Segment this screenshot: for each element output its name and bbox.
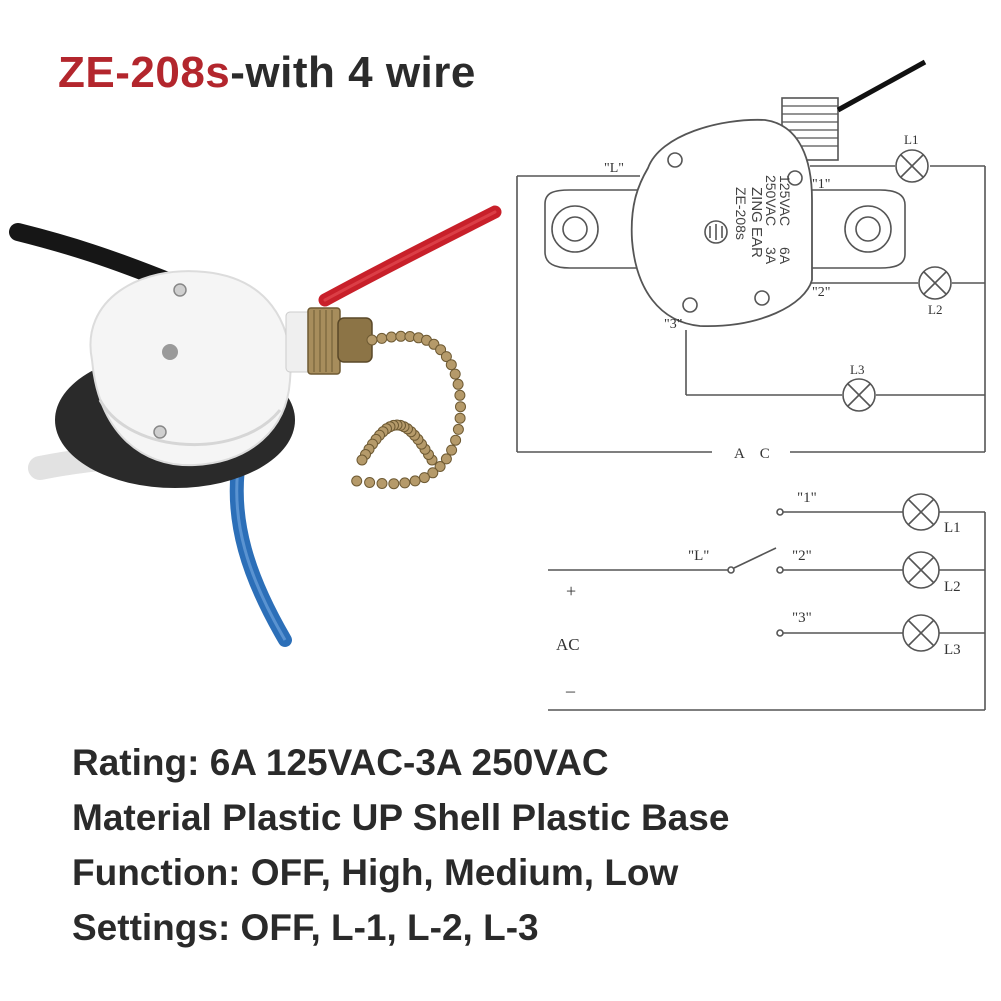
chain-bead [452,423,464,435]
model-marking: ZE-208s [733,187,749,240]
schematic-terminal-1: "1" [797,490,817,506]
schematic-lamp-l3: L3 [944,642,961,658]
chain-bead [440,453,452,465]
spec-material: Material Plastic UP Shell Plastic Base [72,797,730,838]
current-marking-6a: 6A [777,247,793,265]
chain-bead [364,477,376,488]
lamp-icon [902,614,940,652]
model-name: ZE-208s [58,48,231,97]
chain-bead [445,359,457,371]
chain-bead [452,378,464,390]
schematic-plus: + [566,581,576,601]
chain-bead [449,368,461,380]
chain-bead [356,454,368,466]
lamp-icon [902,551,940,589]
schematic-terminal-2: "2" [792,548,812,564]
lamp-icon [895,149,929,183]
lamp-icon [842,378,876,412]
chain-bead [385,331,397,343]
chain-bead [454,412,466,424]
schematic-terminal-l: "L" [688,548,709,564]
current-marking-3a: 3A [763,247,779,265]
pull-chain [351,330,466,490]
chain-bead [454,389,466,401]
chain-bead [434,461,446,472]
chain-bead [376,478,388,489]
schematic-terminal-3: "3" [792,610,812,626]
lamp-icon [918,266,952,300]
voltage-marking-250: 250VAC [763,175,779,226]
lamp-label-l2: L2 [928,302,942,317]
lamp-label-l3: L3 [850,362,864,377]
schematic-diagram [548,508,986,711]
chain-bead [427,467,439,479]
lamp-label-l1: L1 [904,132,918,147]
chain-bead [446,444,458,456]
chain-bead [388,478,400,490]
chain-bead [366,334,378,346]
lamp-icon [902,493,940,531]
chain-bead [418,472,430,484]
spec-settings: Settings: OFF, L-1, L-2, L-3 [72,907,539,948]
title-suffix: -with 4 wire [230,48,476,97]
spec-function: Function: OFF, High, Medium, Low [72,852,679,893]
black-wire [9,223,179,291]
voltage-marking-125: 125VAC [777,175,793,226]
terminal-label-2: "2" [812,285,830,300]
chain-bead [440,351,452,363]
switch-housing [89,270,292,467]
chain-bead [409,475,421,487]
chain-bead [376,332,388,344]
screw-icon [173,283,187,297]
center-hole [162,344,178,360]
spec-list: Rating: 6A 125VAC-3A 250VAC Material Pla… [72,735,729,955]
chain-bead [395,330,407,342]
chain-bead [351,475,363,487]
chain-bead [450,434,462,446]
schematic-ac-label: AC [556,635,580,654]
terminal-label-1: "1" [812,177,830,192]
brass-nut [307,307,341,375]
spec-rating: Rating: 6A 125VAC-3A 250VAC [72,742,609,783]
schematic-lamp-l2: L2 [944,579,961,595]
brand-marking: ZING EAR [748,187,765,258]
schematic-lamp-l1: L1 [944,520,961,536]
product-title: ZE-208s-with 4 wire [58,48,476,98]
terminal-label-l: "L" [604,161,624,176]
switch-markings: ZING EAR ZE-208s 250VAC 125VAC 3A 6A [733,175,793,265]
chain-bead [455,401,466,413]
switch-photo [9,205,502,647]
terminal-label-3: "3" [664,317,682,332]
wiring-diagram [516,59,986,453]
chain-bead [399,477,411,489]
schematic-minus: _ [565,674,576,694]
screw-icon [153,425,167,439]
ac-label-top: A C [734,446,776,462]
